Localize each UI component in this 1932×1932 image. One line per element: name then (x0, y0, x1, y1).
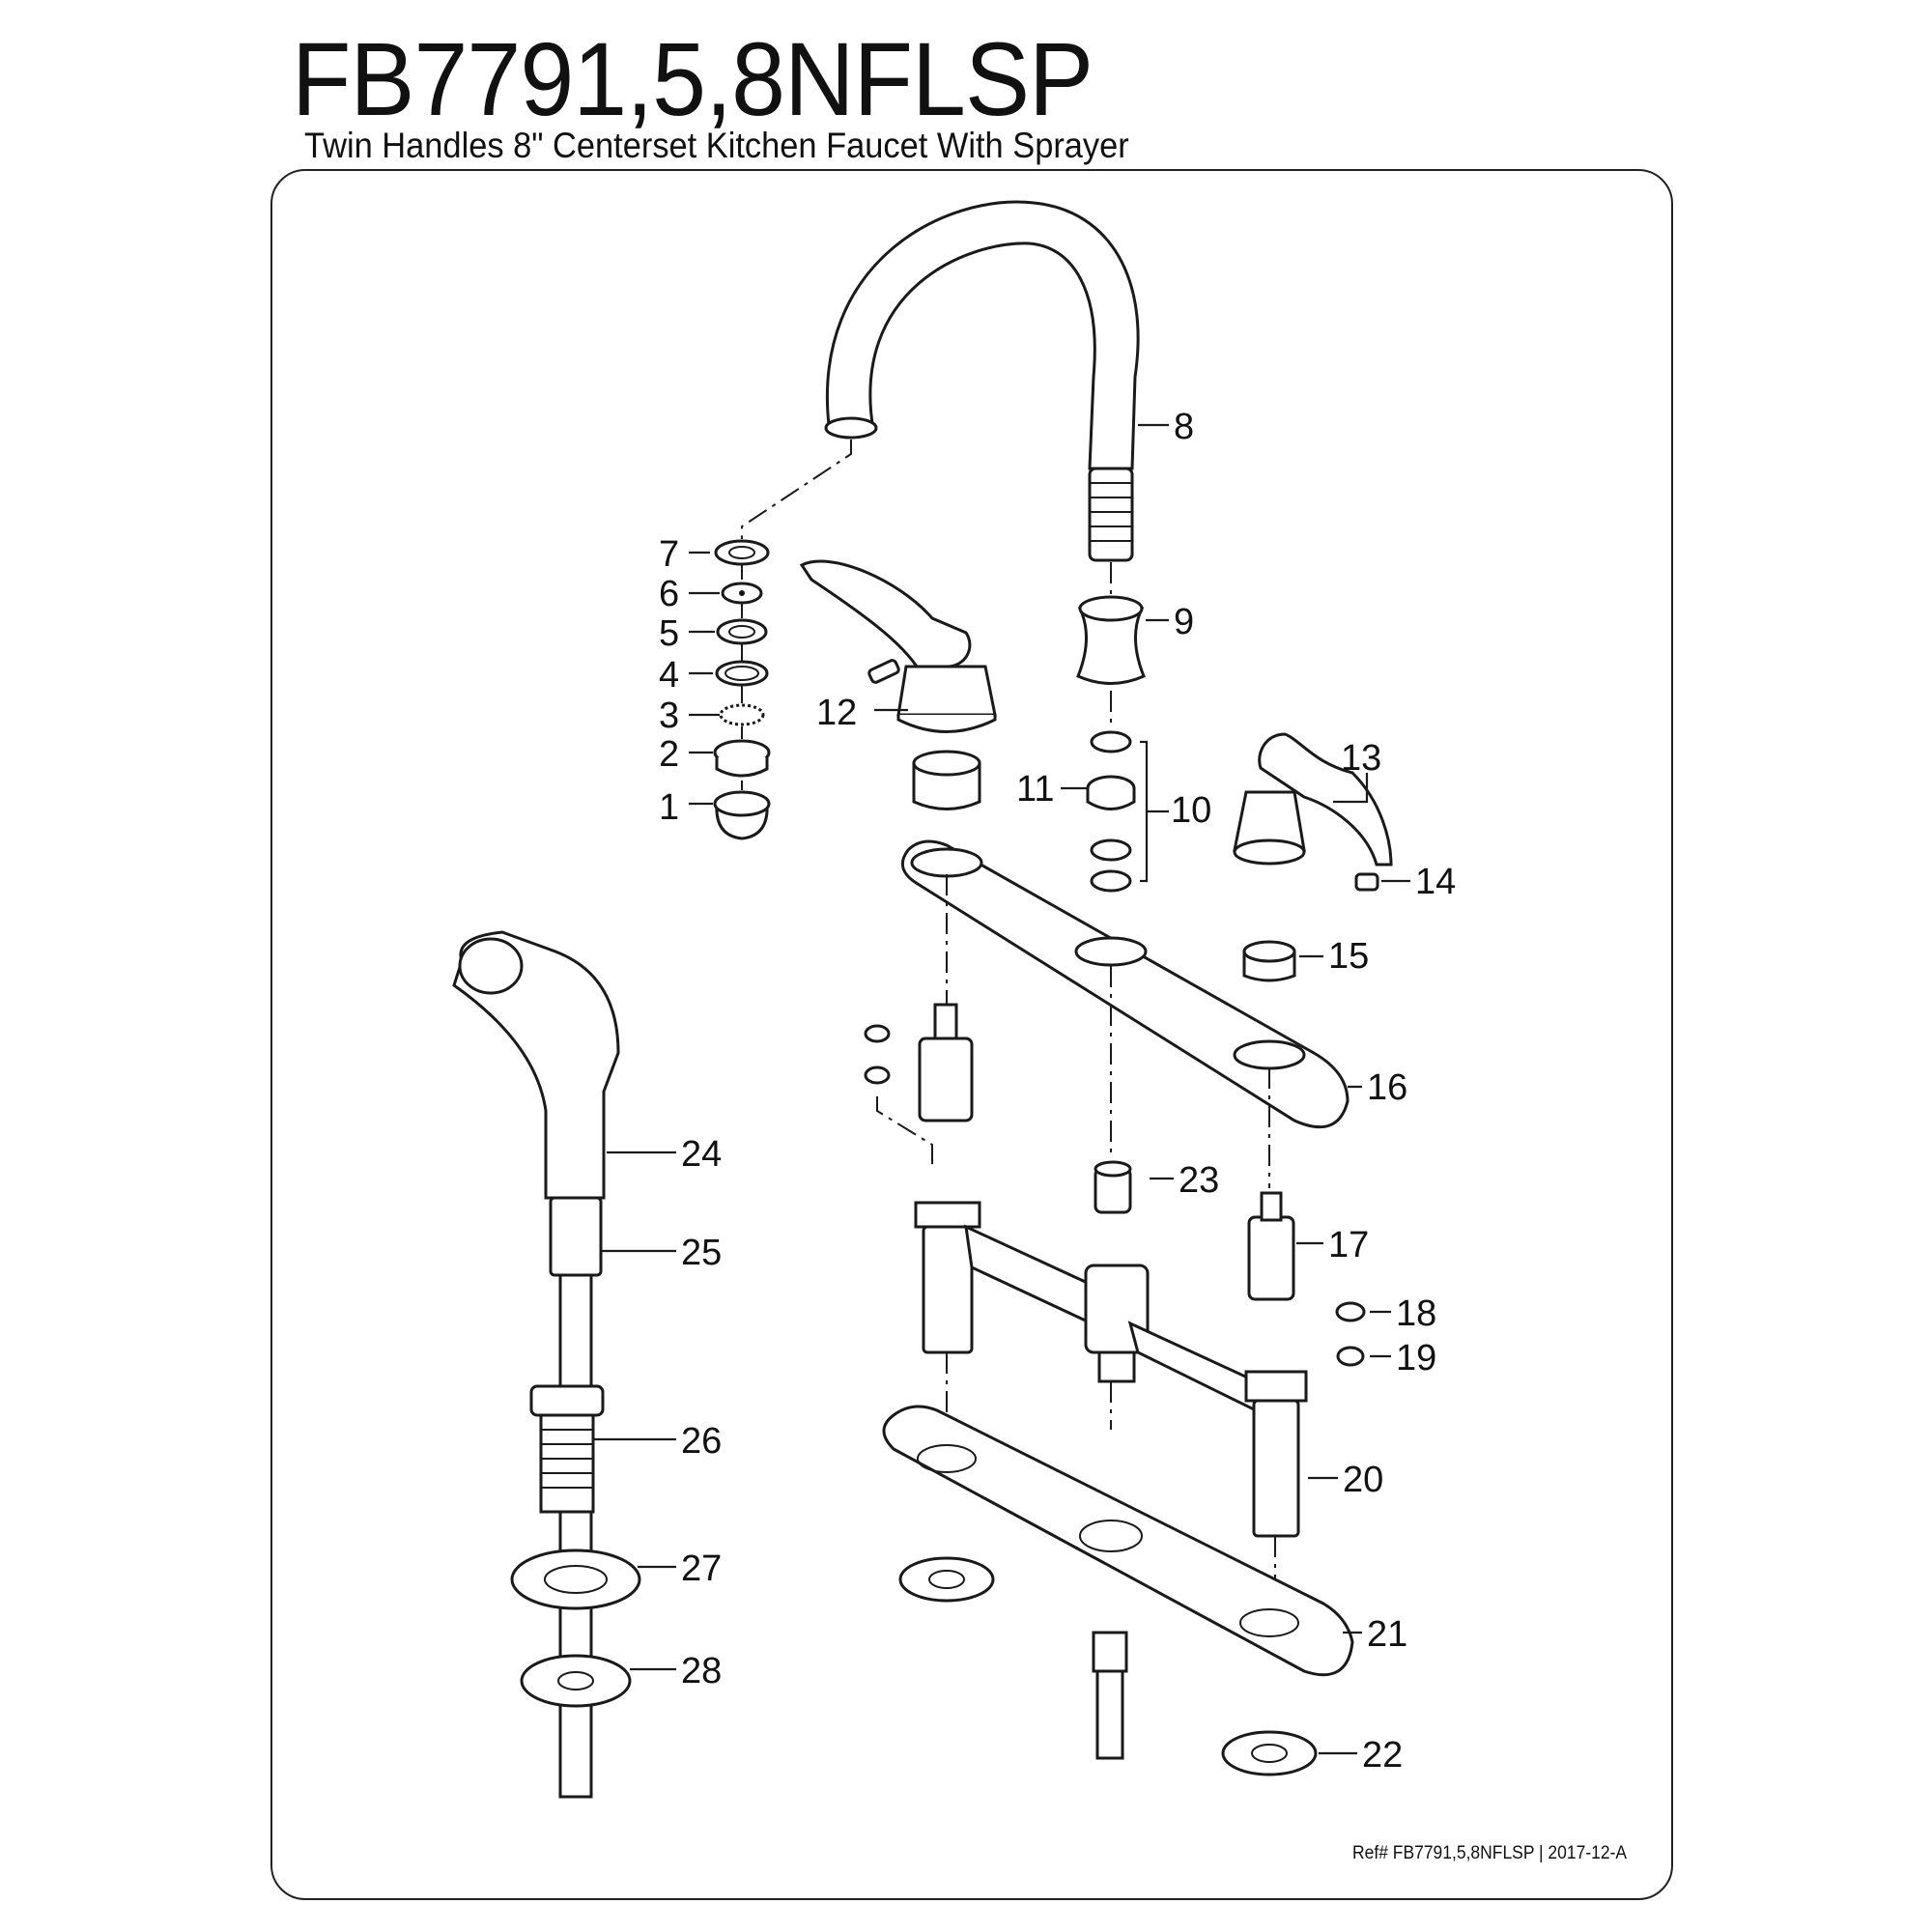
spout (824, 200, 1140, 562)
callout-23: 23 (1179, 1160, 1219, 1201)
aerator-assembly (713, 440, 852, 840)
model-title: FB7791,5,8NFLSP (292, 20, 1094, 137)
callout-6: 6 (659, 574, 679, 614)
callout-5: 5 (659, 613, 679, 654)
diagram-frame (270, 169, 1673, 1900)
callout-8: 8 (1174, 407, 1194, 447)
sprayer-assembly (452, 930, 641, 1799)
callout-leaders (593, 423, 1410, 1755)
callout-13: 13 (1341, 738, 1381, 779)
callout-15: 15 (1328, 936, 1369, 977)
callout-12: 12 (816, 693, 857, 733)
callout-27: 27 (681, 1548, 722, 1589)
callout-20: 20 (1343, 1460, 1383, 1500)
right-handle (1233, 732, 1393, 982)
callout-25: 25 (681, 1233, 722, 1273)
callout-26: 26 (681, 1421, 722, 1462)
callout-28: 28 (681, 1651, 722, 1691)
callout-10: 10 (1171, 790, 1211, 831)
left-handle (799, 559, 997, 810)
callout-24: 24 (681, 1134, 722, 1175)
spout-collar-and-seals (1076, 562, 1169, 893)
callout-3: 3 (659, 696, 679, 736)
callout-18: 18 (1396, 1293, 1436, 1334)
model-subtitle: Twin Handles 8" Centerset Kitchen Faucet… (304, 126, 1129, 165)
callout-1: 1 (659, 787, 679, 828)
callout-19: 19 (1396, 1338, 1436, 1378)
callout-16: 16 (1367, 1067, 1407, 1108)
callout-9: 9 (1174, 602, 1194, 642)
callout-22: 22 (1362, 1735, 1403, 1776)
reference-number: Ref# FB7791,5,8NFLSP | 2017-12-A (1352, 1843, 1628, 1863)
callout-4: 4 (659, 655, 679, 696)
callout-17: 17 (1328, 1225, 1369, 1265)
callout-14: 14 (1415, 862, 1456, 902)
base-gasket-and-nuts (882, 1405, 1354, 1776)
callout-numbers: 1 2 3 4 5 6 7 8 9 10 11 12 13 14 15 16 1… (659, 407, 1456, 1776)
callout-2: 2 (659, 734, 679, 775)
valve-body-assembly (864, 874, 1366, 1584)
callout-21: 21 (1367, 1614, 1407, 1655)
callout-7: 7 (659, 534, 679, 575)
callout-11: 11 (1016, 769, 1054, 810)
